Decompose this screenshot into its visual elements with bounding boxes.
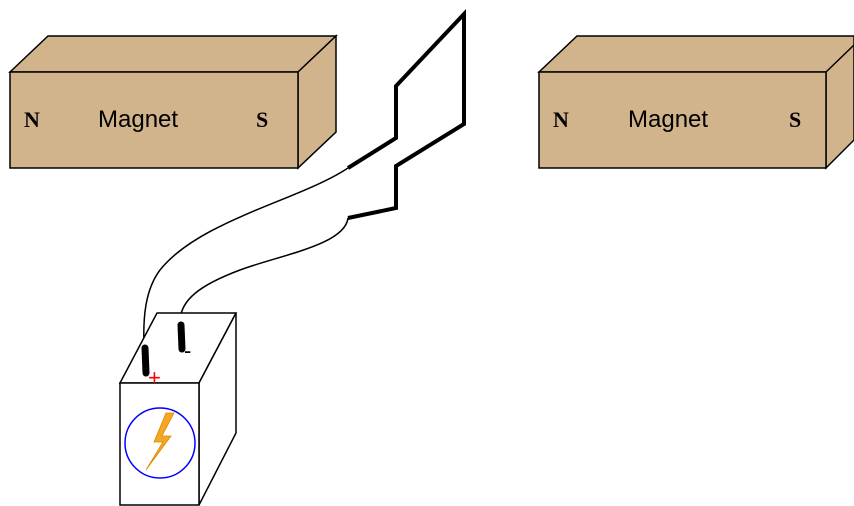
connecting-wires [143,167,349,346]
magnet-left-south-label: S [256,107,268,132]
wire-loop [346,8,466,220]
magnet-right-north-label: N [553,107,569,132]
battery: + - [118,312,238,506]
lightning-bolt-icon [124,407,196,479]
battery-negative-label: - [184,338,191,363]
magnet-left-name-label: Magnet [98,106,178,133]
lightning-icon-circle [124,407,196,479]
wire-loop-outline [346,8,466,220]
battery-negative-terminal [177,321,186,353]
magnet-right-name-label: Magnet [628,106,708,133]
magnet-right-top-face [537,35,854,73]
battery-positive-terminal [141,344,150,377]
lightning-bolt-shape [145,412,175,471]
magnet-right-south-label: S [789,107,801,132]
magnet-left-top-face [8,35,338,73]
magnet-right: N Magnet S [537,35,854,170]
magnet-left-front-face [9,71,299,169]
battery-front-face [119,382,200,506]
magnet-left: N Magnet S [8,34,338,170]
magnet-left-north-label: N [24,107,40,132]
wire-positive [143,167,349,346]
magnet-right-front-face [538,71,827,169]
wire-negative [179,217,349,323]
battery-positive-label: + [148,365,161,390]
